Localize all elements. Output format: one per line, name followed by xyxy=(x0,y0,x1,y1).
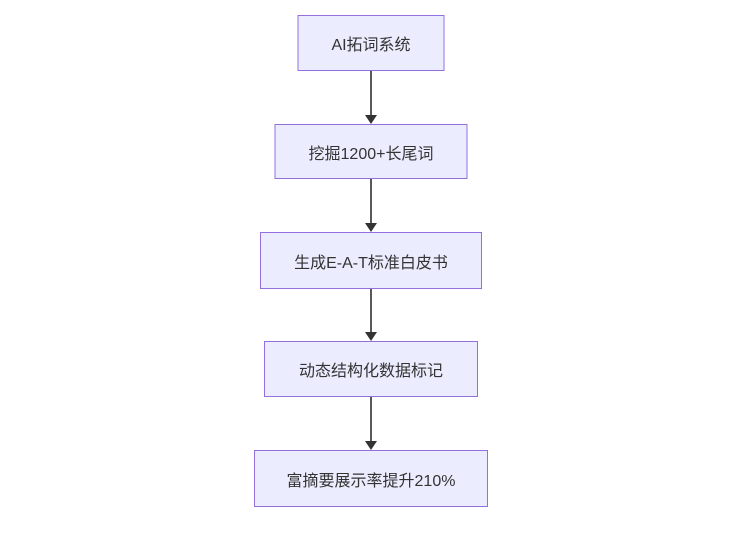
arrow-line xyxy=(370,179,372,223)
flow-node-rich-snippet-result: 富摘要展示率提升210% xyxy=(254,450,488,507)
flow-node-structured-data: 动态结构化数据标记 xyxy=(264,341,478,397)
arrow-line xyxy=(370,71,372,115)
flow-node-eat-whitepaper: 生成E-A-T标准白皮书 xyxy=(260,232,482,289)
flow-node-label: 挖掘1200+长尾词 xyxy=(308,145,434,163)
flow-node-label: 富摘要展示率提升210% xyxy=(286,472,456,490)
flow-node-ai-keyword-system: AI拓词系统 xyxy=(297,15,445,71)
arrow-down-icon xyxy=(365,115,377,124)
flow-arrow-4 xyxy=(365,397,377,450)
flow-node-label: 生成E-A-T标准白皮书 xyxy=(294,254,448,272)
flow-arrow-3 xyxy=(365,289,377,341)
arrow-down-icon xyxy=(365,332,377,341)
arrow-down-icon xyxy=(365,441,377,450)
flow-node-label: 动态结构化数据标记 xyxy=(298,363,443,380)
flow-arrow-2 xyxy=(365,179,377,232)
flow-node-label: AI拓词系统 xyxy=(331,37,411,54)
flow-node-longtail-mining: 挖掘1200+长尾词 xyxy=(274,124,468,179)
arrow-line xyxy=(370,289,372,332)
arrow-down-icon xyxy=(365,223,377,232)
arrow-line xyxy=(370,397,372,441)
flow-arrow-1 xyxy=(365,71,377,124)
